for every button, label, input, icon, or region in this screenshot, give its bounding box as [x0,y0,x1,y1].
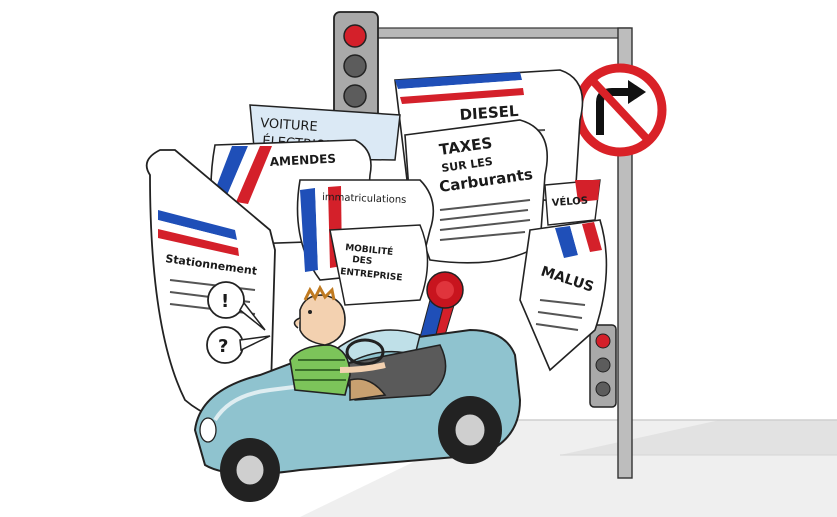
document-malus: MALUS [519,219,608,372]
label-diesel: DIESEL [459,102,519,124]
label-immatriculations: immatriculations [322,192,407,206]
label-velos: VÉLOS [551,193,588,209]
no-right-turn-sign-icon [573,63,667,157]
speech-bubble-icon: ! [207,281,266,331]
traffic-light-top [333,11,633,479]
label-voiture-line1: VOITURE [260,116,318,135]
document-stationnement: Stationnement [145,149,276,424]
document-taxes-carburants: TAXES SUR LES Carburants [404,119,549,264]
speech-bubble-icon: ? [206,326,271,364]
bubble-exclaim: ! [221,291,229,312]
label-amendes: AMENDES [269,152,336,169]
traffic-light-icon [589,324,617,408]
label-mobilite-line2: DES [352,255,373,267]
document-velos: VÉLOS [544,179,601,226]
bubble-question: ? [218,336,228,357]
car-illustration [193,328,522,502]
traffic-light-icon [333,11,379,121]
document-mobilite: MOBILITÉ DES ENTREPRISE [329,224,429,306]
driver-character [289,284,386,396]
